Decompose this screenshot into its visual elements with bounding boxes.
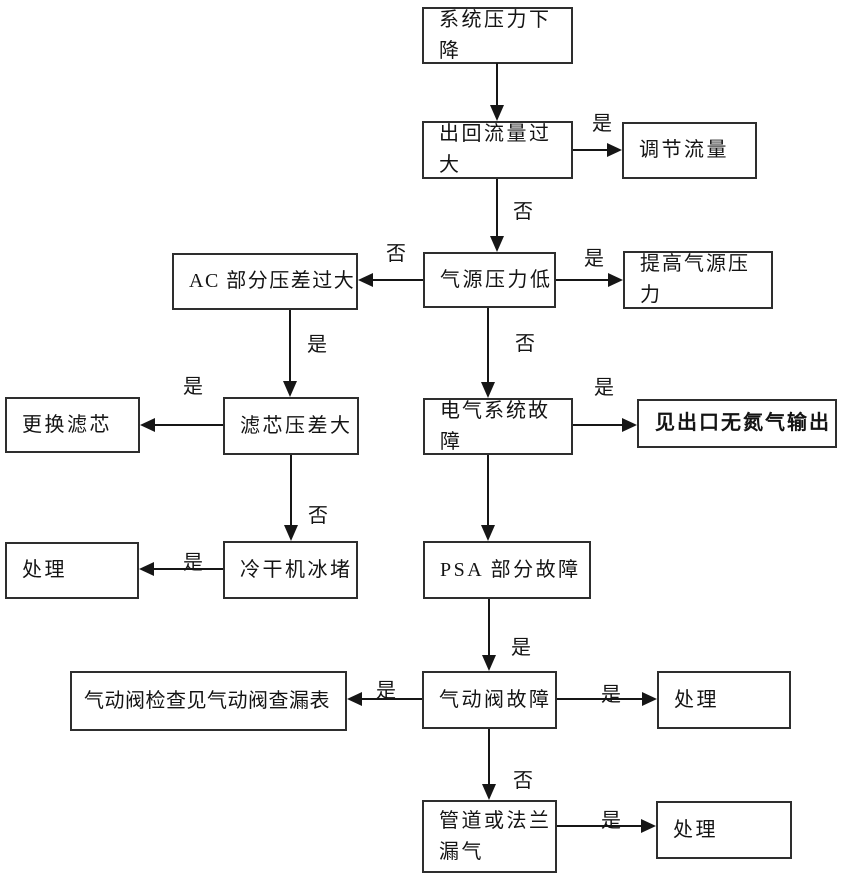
edge-source-to-elec-arrowhead <box>481 382 495 398</box>
edge-ac-to-filter-line <box>289 310 291 383</box>
edge-label-yes-valve-check: 是 <box>376 680 396 702</box>
edge-label-yes-flow-adjust: 是 <box>592 113 612 135</box>
node-handle-left: 处理 <box>5 542 139 599</box>
edge-psa-to-valve-line <box>488 599 490 657</box>
edge-filter-to-icedryer-arrowhead <box>284 525 298 541</box>
edge-elec-to-nonitrogen-arrowhead <box>622 418 637 432</box>
edge-flow-to-source-arrowhead <box>490 236 504 252</box>
edge-label-yes-pipeleak-handle: 是 <box>601 810 621 832</box>
edge-label-yes-valve-handle: 是 <box>601 684 621 706</box>
node-handle-right-bottom: 处理 <box>656 801 792 859</box>
edge-pipeleak-to-handle-arrowhead <box>641 819 656 833</box>
edge-elec-to-psa-line <box>487 455 489 527</box>
edge-sys-to-flow-arrowhead <box>490 105 504 121</box>
node-adjust-flow: 调节流量 <box>622 122 757 179</box>
node-ac-section-pressure-diff: AC 部分压差过大 <box>172 253 358 310</box>
edge-label-no-source-ac: 否 <box>386 243 406 265</box>
edge-flow-to-adjust-arrowhead <box>607 143 622 157</box>
node-replace-filter: 更换滤芯 <box>5 397 140 453</box>
node-cold-dryer-ice-blockage: 冷干机冰堵 <box>223 541 358 599</box>
edge-label-yes-ac-filter: 是 <box>307 334 327 356</box>
node-handle-right-mid: 处理 <box>657 671 791 729</box>
edge-label-yes-filter-replace: 是 <box>183 376 203 398</box>
edge-label-no-valve-pipeleak: 否 <box>513 770 533 792</box>
edge-label-no-source-elec: 否 <box>515 333 535 355</box>
edge-valve-to-handle-arrowhead <box>642 692 657 706</box>
node-psa-section-fault: PSA 部分故障 <box>423 541 591 599</box>
edge-label-yes-source-raise: 是 <box>584 248 604 270</box>
edge-psa-to-valve-arrowhead <box>482 655 496 671</box>
edge-label-yes-icedryer-handle: 是 <box>183 552 203 574</box>
node-pipe-or-flange-leak: 管道或法兰漏气 <box>422 800 557 873</box>
edge-valve-to-check-arrowhead <box>347 692 362 706</box>
node-electrical-system-fault: 电气系统故障 <box>423 398 573 455</box>
edge-label-no-flow-source: 否 <box>513 201 533 223</box>
edge-source-to-raise-line <box>556 279 608 281</box>
edge-source-to-ac-arrowhead <box>358 273 373 287</box>
edge-ac-to-filter-arrowhead <box>283 381 297 397</box>
node-pneumatic-valve-check: 气动阀检查见气动阀查漏表 <box>70 671 347 731</box>
edge-label-yes-psa-valve: 是 <box>511 637 531 659</box>
edge-pipeleak-to-handle-line <box>557 825 641 827</box>
edge-flow-to-adjust-line <box>573 149 609 151</box>
node-system-pressure-drop: 系统压力下降 <box>422 7 573 64</box>
node-see-outlet-no-nitrogen-output: 见出口无氮气输出 <box>637 399 837 448</box>
edge-elec-to-nonitrogen-line <box>573 424 622 426</box>
edge-valve-to-handle-line <box>557 698 642 700</box>
edge-valve-to-pipeleak-arrowhead <box>482 784 496 800</box>
edge-source-to-elec-line <box>487 308 489 384</box>
node-pneumatic-valve-fault: 气动阀故障 <box>422 671 557 729</box>
edge-filter-to-replace-arrowhead <box>140 418 155 432</box>
edge-icedryer-to-handle-arrowhead <box>139 562 154 576</box>
edge-filter-to-replace-line <box>155 424 223 426</box>
edge-label-yes-elec-nonitrogen: 是 <box>594 377 614 399</box>
edge-elec-to-psa-arrowhead <box>481 525 495 541</box>
edge-valve-to-pipeleak-line <box>488 729 490 786</box>
edge-valve-to-check-line <box>362 698 422 700</box>
edge-label-no-filter-icedryer: 否 <box>308 505 328 527</box>
edge-filter-to-icedryer-line <box>290 455 292 527</box>
edge-icedryer-to-handle-line <box>154 568 223 570</box>
edge-flow-to-source-line <box>496 179 498 238</box>
node-air-source-pressure-low: 气源压力低 <box>423 252 556 308</box>
edge-source-to-raise-arrowhead <box>608 273 623 287</box>
edge-source-to-ac-line <box>372 279 423 281</box>
node-filter-pressure-diff-large: 滤芯压差大 <box>223 397 359 455</box>
node-outlet-return-flow-too-large: 出回流量过大 <box>422 121 573 179</box>
node-raise-air-source-pressure: 提高气源压力 <box>623 251 773 309</box>
edge-sys-to-flow-line <box>496 63 498 107</box>
